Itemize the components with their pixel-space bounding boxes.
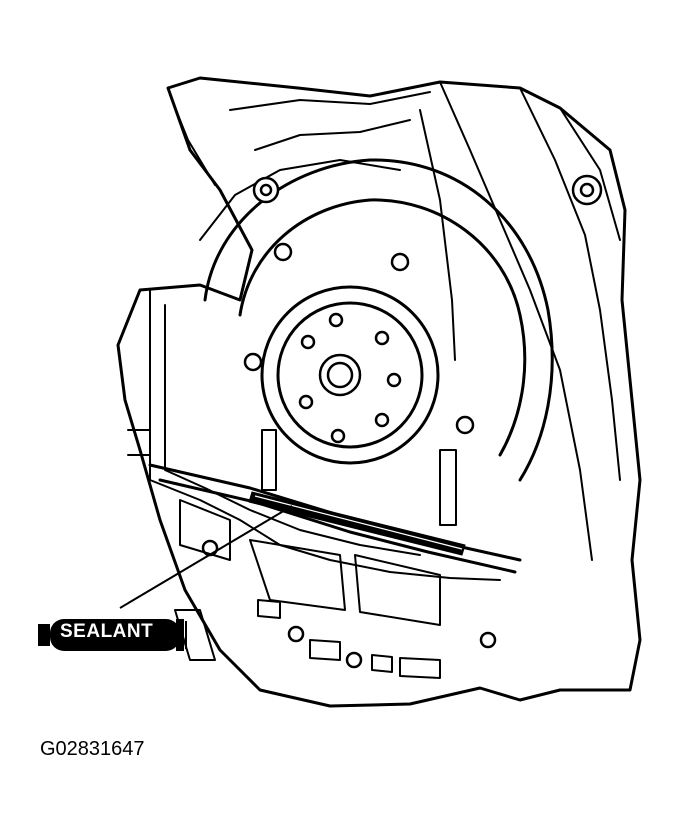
- flange-bolt-bosses: [201, 174, 603, 669]
- sealant-tube-icon: [38, 619, 187, 651]
- sealant-bead: [248, 491, 466, 556]
- engine-block-outline: [116, 76, 642, 708]
- figure-id: G02831647: [40, 738, 145, 760]
- leader-line: [119, 505, 293, 609]
- sealant-label: SEALANT: [60, 621, 154, 642]
- rear-seal-plate: [260, 285, 440, 465]
- lower-cavities: [174, 499, 441, 679]
